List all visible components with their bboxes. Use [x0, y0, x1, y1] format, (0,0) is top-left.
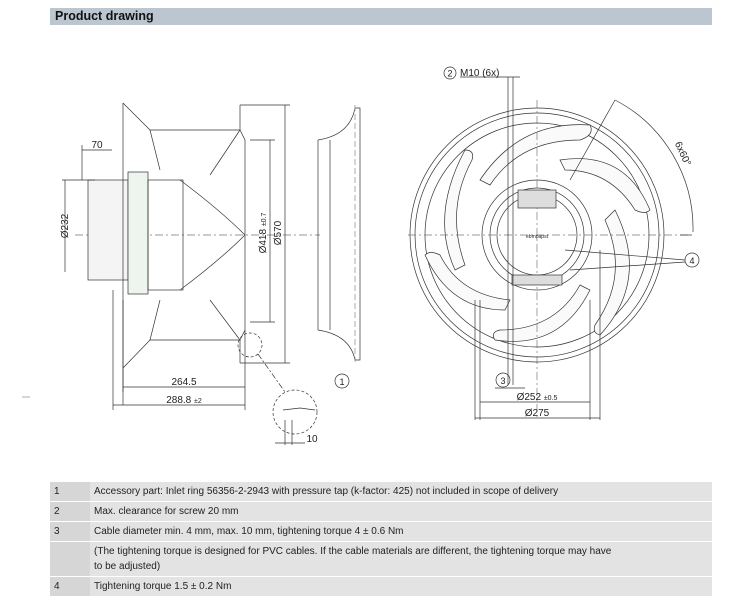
tol-418: ±0.7 — [261, 212, 268, 226]
note-number: 1 — [50, 482, 90, 501]
note-text: Accessory part: Inlet ring 56356-2-2943 … — [90, 482, 712, 501]
callout-1: 1 — [339, 377, 344, 387]
svg-text:288.8 ±2: 288.8 ±2 — [166, 395, 202, 406]
dim-70: 70 — [91, 140, 103, 151]
note-number: 2 — [50, 502, 90, 521]
note-text: Max. clearance for screw 20 mm — [90, 502, 712, 521]
svg-text:Ø418 ±0.7: Ø418 ±0.7 — [258, 212, 269, 253]
dim-418: Ø418 — [258, 229, 269, 254]
note-text: (The tightening torque is designed for P… — [90, 542, 712, 576]
note-text: Cable diameter min. 4 mm, max. 10 mm, ti… — [90, 522, 712, 541]
note-text: Tightening torque 1.5 ± 0.2 Nm — [90, 577, 712, 596]
table-row: (The tightening torque is designed for P… — [50, 542, 712, 576]
tol-288: ±2 — [194, 398, 202, 405]
dim-252: Ø252 — [517, 392, 542, 403]
note-number — [50, 542, 90, 576]
product-drawing: Ø232 70 Ø418 ±0.7 Ø570 264.5 288.8 ±2 10… — [22, 66, 700, 445]
dim-570: Ø570 — [273, 220, 284, 245]
callout-3: 3 — [500, 376, 505, 386]
dim-275: Ø275 — [525, 408, 550, 419]
section-header: Product drawing — [50, 8, 712, 25]
dim-motor-diameter: Ø232 — [60, 213, 71, 238]
angle-label: 6x60° — [672, 140, 693, 168]
callout-2: 2 — [447, 69, 452, 79]
svg-text:Ø252 ±0.5: Ø252 ±0.5 — [517, 392, 558, 403]
dim-264-5: 264.5 — [171, 377, 196, 388]
side-view: Ø232 70 Ø418 ±0.7 Ø570 264.5 288.8 ±2 10… — [60, 102, 361, 445]
note-number: 4 — [50, 577, 90, 596]
front-view: ebmpapst 2 M10 (6x) 6x60° 4 3 Ø252 ±0.5 … — [408, 66, 700, 420]
brand-logo: ebmpapst — [526, 234, 549, 240]
tol-252: ±0.5 — [544, 395, 558, 402]
section-title: Product drawing — [55, 9, 154, 23]
dim-10: 10 — [306, 434, 318, 445]
dim-288-8: 288.8 — [166, 395, 191, 406]
m10-label: M10 (6x) — [460, 68, 499, 79]
note-number: 3 — [50, 522, 90, 541]
callout-4: 4 — [689, 256, 694, 266]
